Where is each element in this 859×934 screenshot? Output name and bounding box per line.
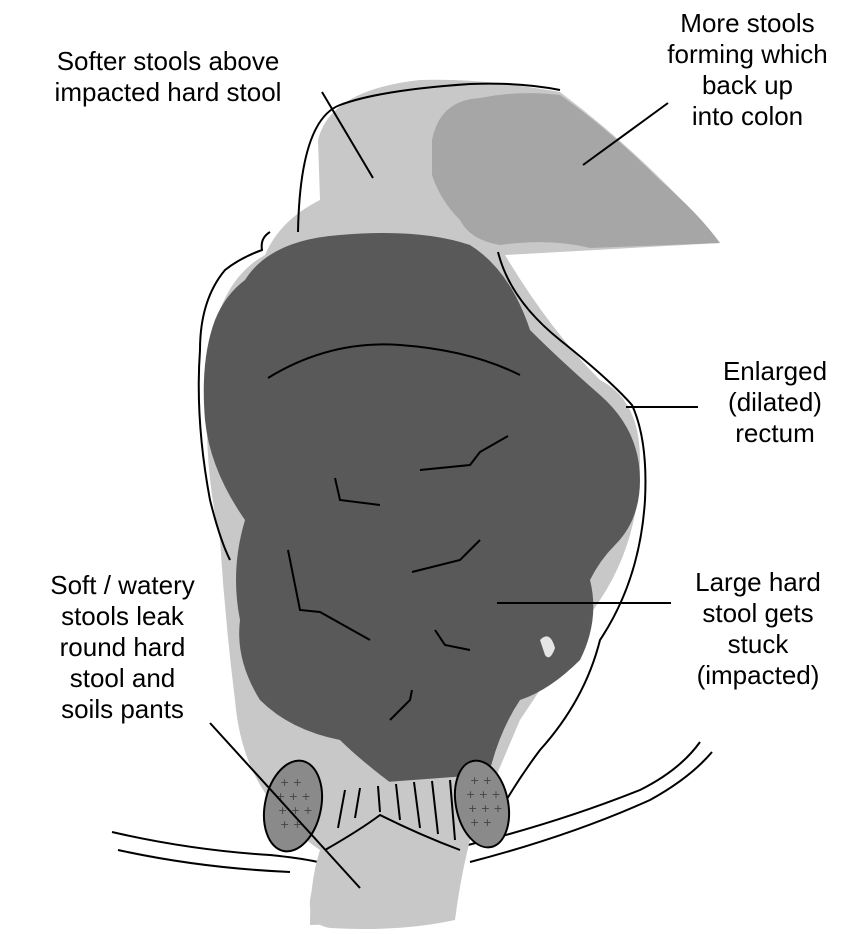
svg-text:+ +: + + — [280, 776, 302, 789]
svg-text:+ + +: + + + — [468, 802, 503, 815]
label-softer-stools: Softer stools above impacted hard stool — [8, 46, 328, 108]
label-large-hard-stool: Large hard stool gets stuck (impacted) — [668, 567, 848, 691]
label-soft-watery: Soft / watery stools leak round hard sto… — [10, 570, 235, 725]
svg-text:+ + +: + + + — [466, 788, 501, 801]
svg-text:+ +: + + — [470, 816, 492, 829]
label-more-stools: More stools forming which back up into c… — [630, 8, 859, 132]
svg-text:+ + +: + + + — [278, 804, 313, 817]
label-enlarged-rectum: Enlarged (dilated) rectum — [700, 356, 850, 449]
pelvic-floor-line-left-lower — [118, 850, 290, 872]
svg-text:+ +: + + — [470, 774, 492, 787]
